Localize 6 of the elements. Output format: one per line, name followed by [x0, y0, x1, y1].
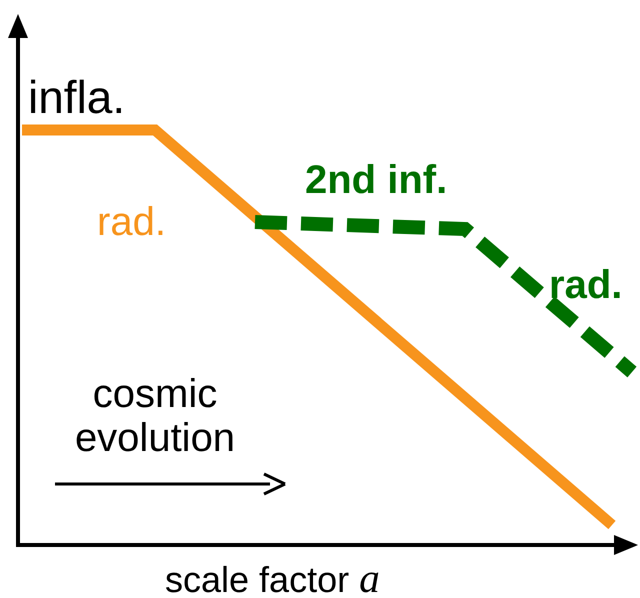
label: rad. [97, 200, 166, 244]
label: infla. [28, 72, 126, 123]
label: rad. [549, 263, 622, 307]
label: 2nd inf. [305, 158, 448, 202]
axis-label: scale factor a [165, 556, 380, 598]
label: cosmic evolution [74, 372, 236, 460]
